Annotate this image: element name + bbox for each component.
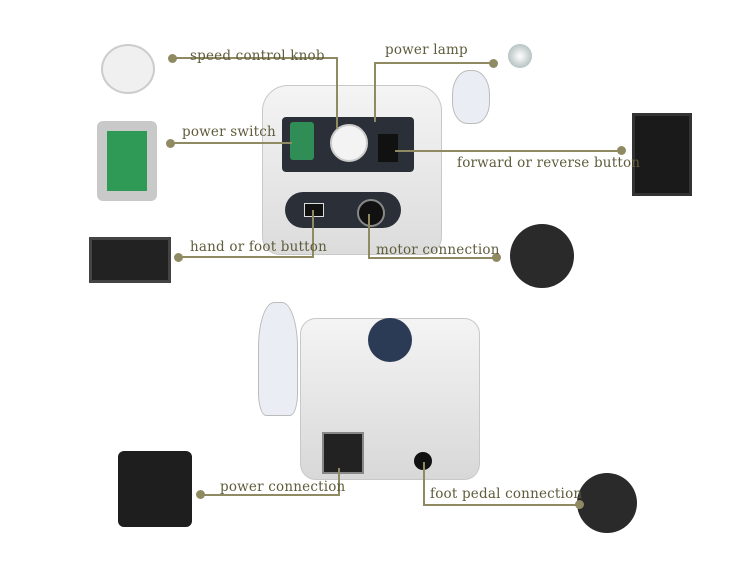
label-power-connection: power connection [220, 479, 346, 495]
callout-line [423, 504, 579, 506]
callout-line [395, 150, 621, 152]
back-logo-badge [368, 318, 412, 362]
power-switch-green [290, 122, 314, 160]
callout-line [423, 462, 425, 506]
label-power-lamp: power lamp [385, 42, 468, 58]
callout-line [368, 257, 496, 259]
callout-dot [617, 146, 626, 155]
label-speed-control-knob: speed control knob [190, 48, 325, 64]
callout-line [338, 468, 340, 496]
handpiece-holder-back [258, 302, 298, 416]
callout-line [374, 62, 376, 122]
callout-line [170, 142, 292, 144]
callout-dot [489, 59, 498, 68]
motor-socket [357, 199, 385, 227]
callout-dot [492, 253, 501, 262]
callout-line [336, 57, 338, 129]
callout-line [178, 256, 314, 258]
hand-foot-button-image [89, 237, 171, 283]
label-power-switch: power switch [182, 124, 276, 140]
handpiece-holder [452, 70, 490, 124]
foot-pedal-socket [414, 452, 432, 470]
speed-knob-image [101, 44, 155, 94]
foot-pedal-connector-image [577, 473, 637, 533]
hand-foot-switch [304, 203, 324, 217]
power-switch-image [97, 121, 157, 201]
motor-connector-image [510, 224, 574, 288]
forward-reverse-image [632, 113, 692, 196]
callout-line [312, 210, 314, 258]
callout-line [200, 494, 340, 496]
label-hand-or-foot-button: hand or foot button [190, 239, 328, 255]
label-motor-connection: motor connection [376, 242, 500, 258]
label-forward-or-reverse-button: forward or reverse button [457, 155, 641, 171]
power-inlet [322, 432, 364, 474]
label-foot-pedal-connection: foot pedal connection [430, 486, 583, 502]
speed-knob [330, 124, 368, 162]
callout-line [374, 62, 492, 64]
callout-line [172, 57, 338, 59]
power-lamp-image [508, 44, 532, 68]
callout-line [368, 214, 370, 259]
forward-reverse-rocker [378, 134, 398, 162]
power-inlet-image [118, 451, 192, 527]
callout-dot [575, 500, 584, 509]
